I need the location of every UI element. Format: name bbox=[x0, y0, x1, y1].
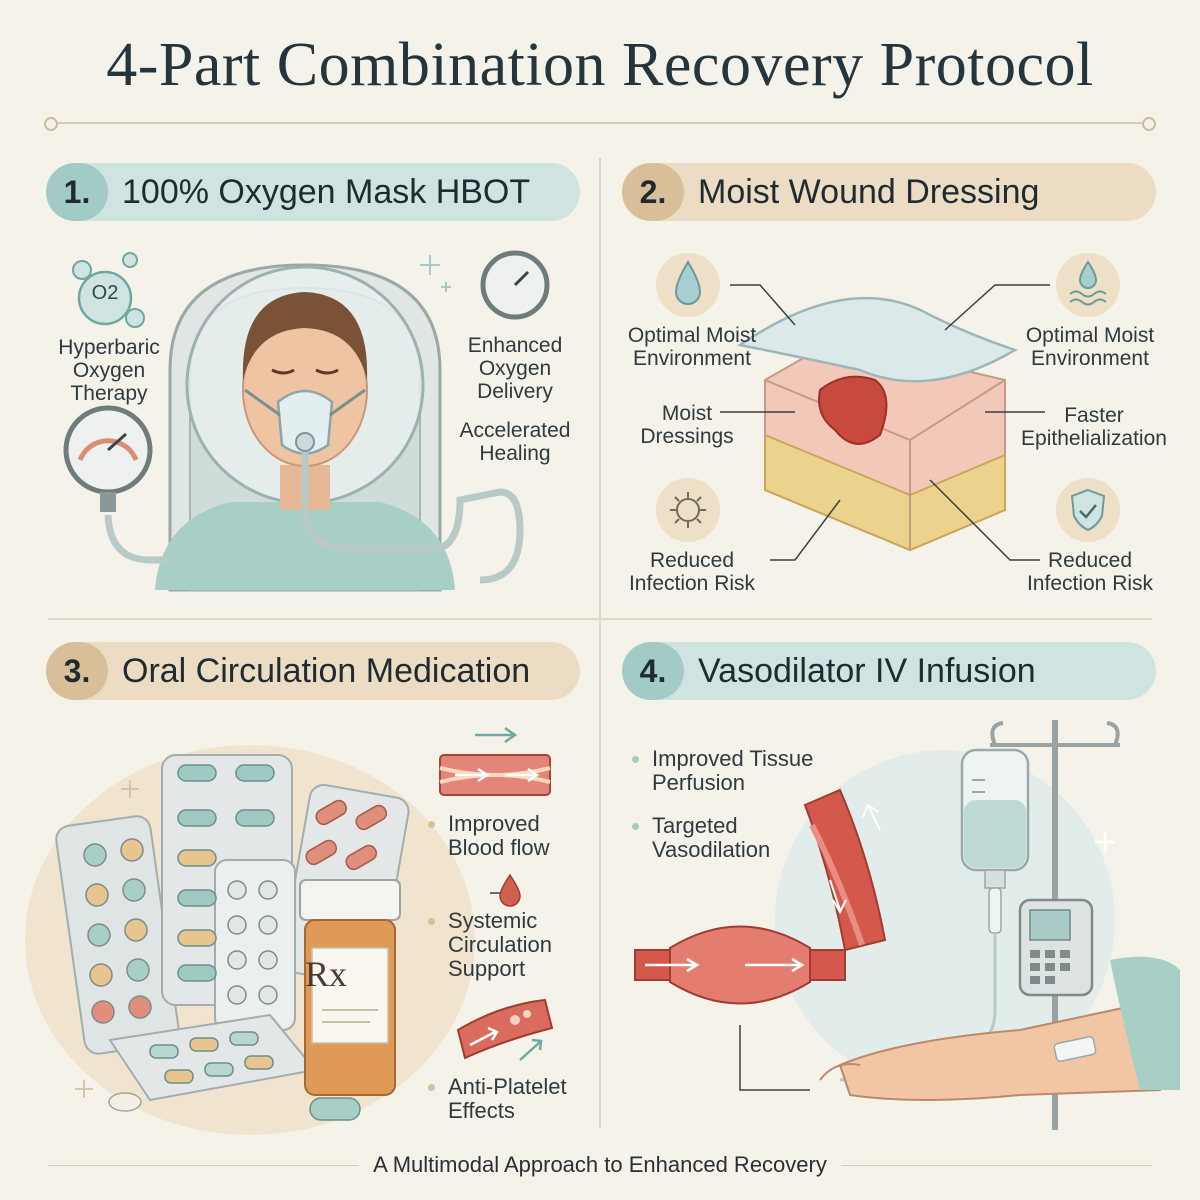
footer-caption: A Multimodal Approach to Enhanced Recove… bbox=[0, 1152, 1200, 1178]
pressure-gauge-icon bbox=[63, 405, 153, 512]
bullet-improved-blood-flow: Improved Blood flow bbox=[428, 812, 588, 860]
horizontal-divider bbox=[48, 618, 1152, 620]
section-2-header: 2. Moist Wound Dressing bbox=[622, 163, 1156, 221]
label-reduced-infection-risk-right: Reduced Infection Risk bbox=[1026, 549, 1154, 595]
footer-text: A Multimodal Approach to Enhanced Recove… bbox=[359, 1152, 841, 1177]
bullet-anti-platelet: Anti-Platelet Effects bbox=[428, 1075, 588, 1123]
label-reduced-infection-risk-left: Reduced Infection Risk bbox=[628, 549, 756, 595]
label-faster-epithelialization: Faster Epithelialization bbox=[1021, 404, 1167, 450]
bullet-systemic-circulation-text: Systemic Circulation Support bbox=[448, 908, 552, 981]
medication-illustration bbox=[25, 726, 554, 1135]
artery-flow-icon bbox=[439, 754, 551, 796]
moisture-wave-icon bbox=[1056, 253, 1120, 317]
page-title: 4-Part Combination Recovery Protocol bbox=[106, 31, 1094, 99]
water-drop-icon bbox=[656, 253, 720, 317]
bullet-targeted-vasodilation-text: Targeted Vasodilation bbox=[652, 813, 771, 862]
label-optimal-moist-environment-left: Optimal Moist Environment bbox=[627, 324, 757, 370]
section-4-number: 4. bbox=[622, 642, 684, 700]
bullet-anti-platelet-text: Anti-Platelet Effects bbox=[448, 1074, 567, 1123]
blood-drop-icon bbox=[490, 873, 521, 907]
iv-infusion-illustration bbox=[634, 720, 1180, 1130]
microbe-icon bbox=[656, 478, 720, 542]
section-1-header: 1. 100% Oxygen Mask HBOT bbox=[46, 163, 580, 221]
label-optimal-moist-environment-right: Optimal Moist Environment bbox=[1025, 324, 1155, 370]
rule-dot-right bbox=[1142, 117, 1156, 131]
section-3-heading: Oral Circulation Medication bbox=[122, 651, 531, 690]
hbot-illustration bbox=[63, 250, 550, 592]
section-2-number: 2. bbox=[622, 163, 684, 221]
wound-dressing-illustration bbox=[656, 253, 1120, 561]
title-rule bbox=[52, 122, 1148, 124]
bullet-systemic-circulation: Systemic Circulation Support bbox=[428, 909, 588, 981]
vertical-divider bbox=[599, 158, 601, 1128]
o2-symbol: O2 bbox=[91, 282, 119, 304]
label-hyperbaric-oxygen-therapy: Hyperbaric Oxygen Therapy bbox=[58, 336, 160, 405]
shield-check-icon bbox=[1056, 478, 1120, 542]
o2-molecule-icon bbox=[72, 252, 145, 328]
bullet-improved-blood-flow-text: Improved Blood flow bbox=[448, 811, 550, 860]
section-3-header: 3. Oral Circulation Medication bbox=[46, 642, 580, 700]
section-4-header: 4. Vasodilator IV Infusion bbox=[622, 642, 1156, 700]
section-1-heading: 100% Oxygen Mask HBOT bbox=[122, 172, 531, 211]
label-moist-dressings: Moist Dressings bbox=[640, 402, 734, 448]
bullet-targeted-vasodilation: Targeted Vasodilation bbox=[632, 814, 852, 862]
section-2-heading: Moist Wound Dressing bbox=[698, 172, 1040, 211]
label-accelerated-healing: Accelerated Healing bbox=[459, 419, 571, 465]
rule-dot-left bbox=[44, 117, 58, 131]
label-enhanced-oxygen-delivery: Enhanced Oxygen Delivery bbox=[467, 334, 563, 403]
rx-symbol: Rx bbox=[305, 954, 348, 994]
bullet-improved-tissue-perfusion: Improved Tissue Perfusion bbox=[632, 747, 852, 795]
bullet-improved-tissue-perfusion-text: Improved Tissue Perfusion bbox=[652, 746, 814, 795]
section-1-number: 1. bbox=[46, 163, 108, 221]
platelet-vessel-icon bbox=[456, 998, 554, 1061]
section-3-number: 3. bbox=[46, 642, 108, 700]
arrow-right-icon bbox=[475, 726, 518, 744]
section-4-heading: Vasodilator IV Infusion bbox=[698, 651, 1036, 690]
